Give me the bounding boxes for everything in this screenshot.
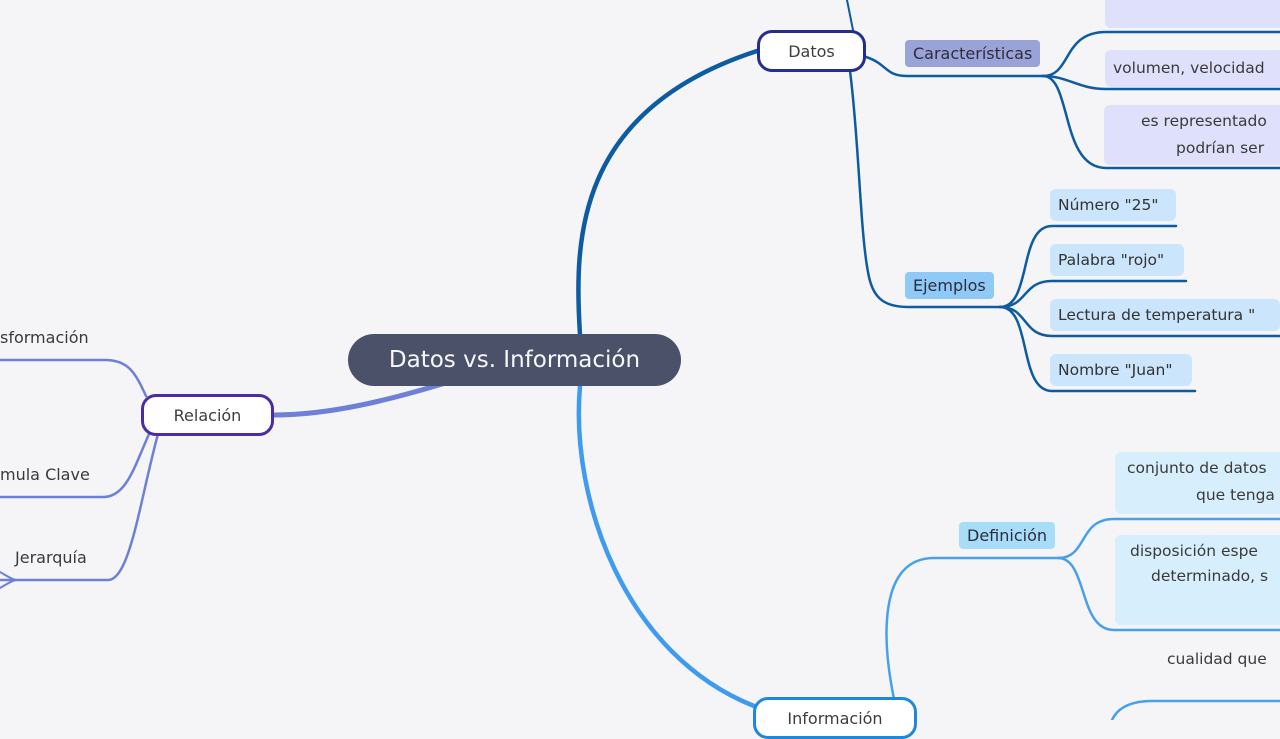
edge-definicion-item-1 [1056,517,1280,560]
relacion-item-formula-clave[interactable]: mula Clave [0,465,90,484]
ejemplos-item-palabra[interactable]: Palabra "rojo" [1050,244,1184,276]
edge-datos-ejemplos [848,69,1002,309]
ejemplos-item-lectura[interactable]: Lectura de temperatura " [1050,299,1280,331]
edge-relacion-transformacion [0,358,148,398]
edge-ejemplos-item-1 [998,224,1178,309]
ejemplos-item-numero[interactable]: Número "25" [1050,189,1176,221]
relacion-node-label: Relación [173,405,242,425]
root-node-label: Datos vs. Información [388,347,641,373]
informacion-node[interactable]: Información [753,697,917,739]
edge-ejemplos-item-4 [998,305,1197,393]
ejemplos-item-numero-text: Número "25" [1058,196,1159,214]
mindmap-edges [0,0,1280,720]
ejemplos-item-nombre-text: Nombre "Juan" [1058,361,1173,379]
edge-root-informacion [576,383,757,709]
datos-node[interactable]: Datos [757,30,866,72]
caracteristicas-item-3-box[interactable] [1104,105,1280,165]
edge-informacion-definicion [885,556,1060,701]
edge-datos-caracteristicas [864,55,1045,78]
caracteristicas-chip[interactable]: Características [905,40,1041,67]
caracteristicas-item-3-line-1: es representado [1141,112,1267,130]
caracteristicas-item-2-box[interactable] [1105,50,1280,87]
ejemplos-item-nombre[interactable]: Nombre "Juan" [1050,354,1192,386]
edge-informacion-item-bottom [1110,699,1280,720]
caracteristicas-item-3-line-2: podrían ser [1176,139,1265,157]
edge-root-datos [576,48,760,338]
root-node[interactable]: Datos vs. Información [348,334,681,386]
caracteristicas-item-1-box[interactable] [1105,0,1280,28]
edge-ejemplos-item-2 [998,279,1188,309]
edge-relacion-jerarquia [0,432,160,582]
ejemplos-item-palabra-text: Palabra "rojo" [1058,251,1165,269]
definicion-item-1-line-2: que tenga [1196,486,1275,504]
edge-jerarquia-children-fork [0,571,17,589]
edge-definicion-item-2 [1056,556,1280,632]
relacion-item-jerarquia[interactable]: Jerarquía [15,548,87,567]
definicion-item-2-line-1: disposición espe [1130,542,1258,560]
definicion-chip-label: Definición [967,526,1047,545]
datos-node-label: Datos [788,41,835,61]
ejemplos-item-lectura-text: Lectura de temperatura " [1058,306,1256,324]
relacion-node[interactable]: Relación [141,394,274,436]
definicion-item-2-line-2: determinado, s [1151,567,1269,585]
edge-caracteristicas-item-1 [1041,30,1280,78]
ejemplos-chip-label: Ejemplos [913,276,986,295]
caracteristicas-item-2-text: volumen, velocidad [1113,59,1265,77]
definicion-item-1-box[interactable] [1115,452,1280,514]
caracteristicas-chip-label: Características [913,44,1033,63]
edge-caracteristicas-item-3 [1041,74,1280,170]
edge-relacion-formula-clave [0,432,151,499]
edge-root-relacion [271,378,455,418]
informacion-node-label: Información [787,708,883,728]
edge-caracteristicas-item-2 [1041,74,1280,91]
definicion-item-1-line-1: conjunto de datos [1127,459,1267,477]
definicion-chip[interactable]: Definición [959,522,1055,549]
edge-datos-up [846,0,854,31]
relacion-item-transformacion[interactable]: sformación [0,328,89,347]
ejemplos-chip[interactable]: Ejemplos [905,272,994,299]
definicion-item-2-box[interactable] [1115,535,1280,625]
definicion-item-3-text[interactable]: cualidad que [1167,650,1267,668]
